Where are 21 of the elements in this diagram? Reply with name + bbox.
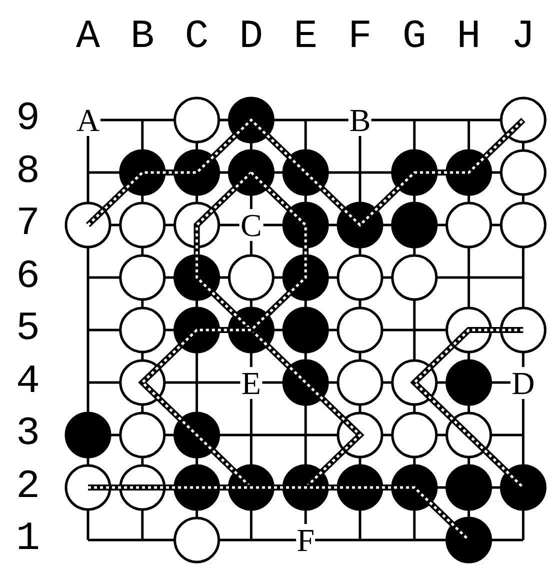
row-label: 5	[16, 310, 40, 350]
column-label: C	[184, 18, 209, 58]
point-label: D	[510, 366, 536, 398]
column-label: B	[130, 18, 154, 58]
column-label: F	[348, 18, 372, 58]
row-label: 7	[16, 205, 40, 245]
column-label: A	[76, 18, 100, 58]
row-label: 6	[16, 258, 40, 298]
row-label: 1	[16, 520, 40, 560]
row-label: 8	[16, 152, 40, 192]
point-label: E	[240, 366, 262, 398]
point-label: C	[240, 209, 263, 241]
column-label: J	[511, 18, 536, 58]
column-label: H	[456, 18, 481, 58]
row-label: 2	[16, 468, 40, 508]
column-label: E	[294, 18, 318, 58]
row-label: 4	[16, 362, 40, 402]
row-label: 3	[16, 415, 40, 455]
column-label: D	[239, 18, 264, 58]
row-label: 9	[16, 100, 40, 140]
column-label: G	[402, 18, 426, 58]
